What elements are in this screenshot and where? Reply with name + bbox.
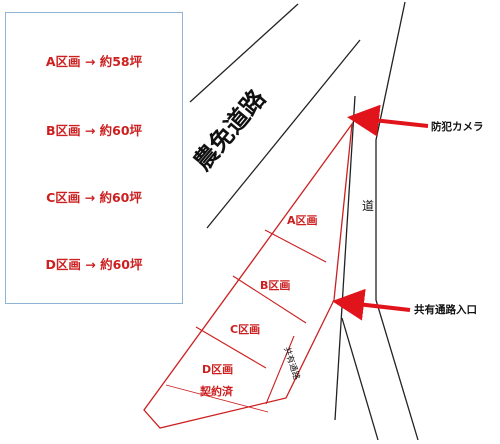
farm-road-label: 農免道路 (188, 84, 272, 176)
camera-arrow (347, 104, 429, 137)
shared-path-inner-edge (265, 335, 295, 405)
lot-parcels (143, 121, 353, 429)
legend-item-b: B区画 → 約60坪 (45, 123, 143, 138)
side-road-edge-left (334, 95, 356, 421)
side-road (334, 1, 419, 441)
lot-c-label: C区画 (230, 323, 260, 336)
farm-road-edge-lower (206, 39, 361, 229)
legend-item-d: D区画 → 約60坪 (45, 257, 143, 272)
legend-item-c: C区画 → 約60坪 (46, 190, 142, 205)
lot-size-legend: A区画 → 約58坪 B区画 → 約60坪 C区画 → 約60坪 D区画 → 約… (5, 12, 183, 304)
side-road-label: 道 (362, 199, 374, 213)
farm-road-edge-upper (189, 3, 299, 103)
lot-divider-cd (195, 326, 267, 369)
property-outline (143, 121, 353, 429)
camera-label: 防犯カメラ (431, 120, 484, 133)
entrance-label: 共有通路入口 (414, 303, 477, 316)
lot-divider-ab (264, 229, 327, 263)
farm-road (189, 3, 361, 229)
side-road-edge-right (375, 1, 419, 441)
lot-divider-bc (232, 275, 307, 324)
entrance-arrow (332, 288, 411, 321)
legend-item-a: A区画 → 約58坪 (45, 54, 143, 69)
entrance-road-edge (341, 317, 379, 441)
lot-d-status: 契約済 (199, 384, 234, 398)
lot-a-label: A区画 (287, 214, 318, 227)
shared-path-label: 共有通路 (281, 346, 302, 382)
lot-d-label: D区画 (202, 363, 233, 376)
lot-d-inner-boundary (165, 384, 269, 413)
lot-b-label: B区画 (260, 279, 290, 292)
